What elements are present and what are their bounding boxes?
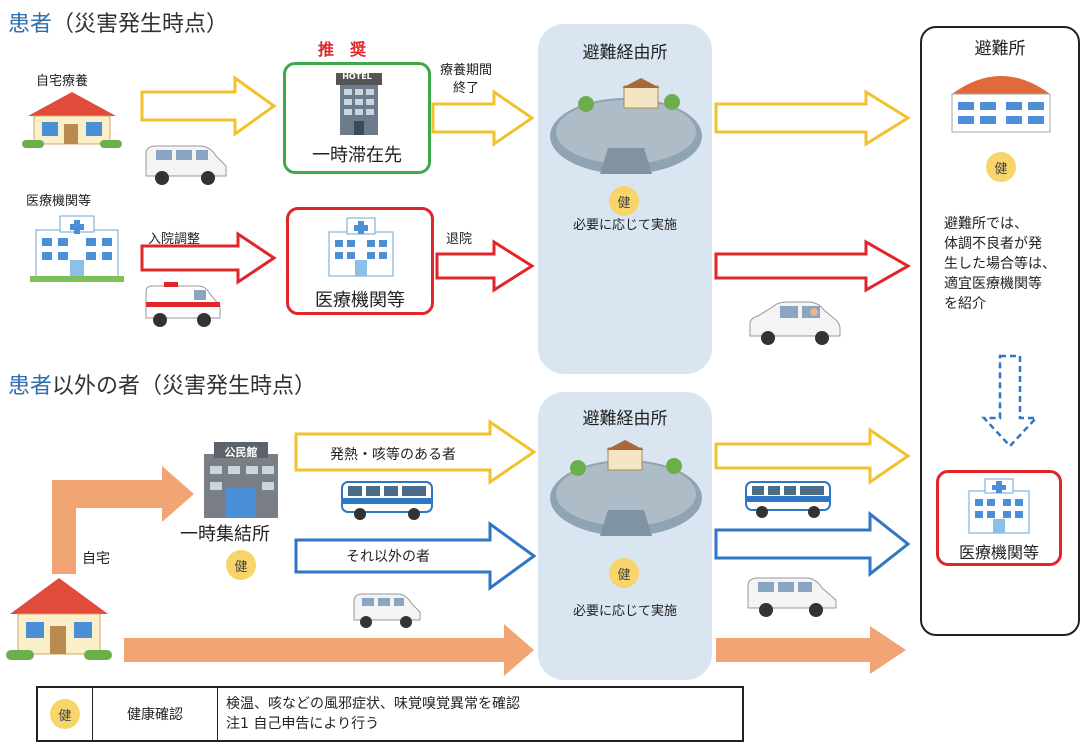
label-discharge: 退院: [446, 232, 473, 247]
hospital-icon-2: [968, 478, 1030, 534]
label-recovery-end-line1: 療養期間: [440, 63, 493, 78]
medical-box-patients-label: 医療機関等: [315, 290, 405, 311]
legend-term-cell: 健康確認: [93, 688, 218, 740]
legend-ken-badge: 健: [50, 699, 80, 729]
bus-icon: [341, 481, 433, 520]
via-shelter-1-note: 必要に応じて実施: [572, 218, 677, 233]
header-others-rest: 以外の者（災害発生時点）: [52, 374, 317, 399]
arrow-home-to-temp-stay: [140, 75, 277, 137]
shelter-desc-line-5: を紹介: [944, 296, 986, 312]
hospital-building-icon: [30, 215, 124, 282]
header-patients-blue: 患者: [8, 12, 53, 37]
gathering-ken-badge: 健: [226, 550, 256, 580]
shelter-desc-line-3: 生した場合等は、: [944, 256, 1056, 272]
arrow-fever-to-via-shelter: [294, 419, 537, 485]
hospital-icon: [328, 217, 394, 277]
arrow-temp-stay-to-via-shelter: [431, 89, 535, 147]
via-shelter-1-title: 避難経由所: [582, 43, 668, 63]
van-icon-3: [747, 577, 837, 617]
legend-desc-cell: 検温、咳などの風邪症状、味覚嗅覚異常を確認 注1 自己申告により行う: [218, 688, 742, 740]
arrow-others-to-via-shelter: [294, 521, 537, 591]
shelter-scene-icon-2: [550, 440, 702, 536]
legend-table: 健 健康確認 検温、咳などの風邪症状、味覚嗅覚異常を確認 注1 自己申告により行…: [36, 686, 744, 742]
arrow-via-shelter-to-medical-blue: [714, 510, 911, 578]
legend-badge-cell: 健: [38, 688, 93, 740]
label-gathering-place: 一時集結所: [180, 524, 270, 545]
label-fever-cough: 発熱・咳等のある者: [330, 447, 456, 463]
label-home-recovery: 自宅療養: [36, 74, 89, 89]
house-icon-2: [6, 578, 112, 660]
arrow-via-shelter-to-shelter-yellow: [714, 89, 911, 147]
label-recommended: 推 奨: [318, 40, 367, 59]
temp-stay-label: 一時滞在先: [312, 145, 402, 166]
arrow-via-shelter-to-shelter-red: [714, 239, 912, 293]
medical-box-shelter: 医療機関等: [936, 470, 1062, 566]
header-others: 患者以外の者（災害発生時点）: [8, 368, 316, 400]
shelter-scene-icon: [550, 78, 702, 174]
community-hall-icon: [204, 442, 278, 518]
label-recovery-end: 療養期間 終了: [440, 62, 492, 98]
community-hall-sign: 公民館: [224, 446, 258, 459]
arrow-discharge-to-via-shelter: [435, 239, 535, 293]
via-shelter-1-ken-badge: 健: [609, 186, 639, 216]
medical-box-patients: 医療機関等: [286, 207, 434, 315]
header-others-blue: 患者: [8, 374, 53, 399]
arrow-home-to-via-shelter: [124, 624, 534, 676]
arrow-home-to-gathering: [52, 466, 194, 574]
arrow-via-shelter-to-medical-yellow: [714, 427, 911, 485]
label-hospital: 医療機関等: [26, 194, 92, 209]
bus-icon-2: [745, 481, 831, 518]
van-icon-2: [353, 593, 421, 628]
hotel-sign: HOTEL: [342, 72, 372, 81]
school-gym-icon: [951, 76, 1051, 133]
car-icon: [749, 301, 841, 345]
via-shelter-2-ken-badge: 健: [609, 558, 639, 588]
shelter-title: 避難所: [974, 39, 1026, 59]
arrow-hospital-to-medical-box: [140, 231, 277, 285]
legend-desc-line-2: 注1 自己申告により行う: [226, 716, 380, 732]
arrow-shelter-to-medical-dashed: [981, 354, 1039, 448]
hotel-icon: [336, 73, 382, 135]
via-shelter-panel-1: 避難経由所 健 必要に応じて実施: [538, 24, 712, 374]
shelter-desc-line-1: 避難所では、: [944, 216, 1028, 232]
van-icon: [145, 145, 227, 185]
arrow-via-shelter-to-shelter-orange: [716, 626, 906, 674]
legend-term: 健康確認: [127, 707, 183, 723]
shelter-desc-line-2: 体調不良者が発: [944, 236, 1042, 252]
label-home: 自宅: [82, 551, 110, 567]
shelter-panel: 避難所 健 避難所では、 体調不良者が発 生した場合等は、 適宜医療機関等 を紹…: [920, 26, 1080, 636]
shelter-description: 避難所では、 体調不良者が発 生した場合等は、 適宜医療機関等 を紹介: [944, 214, 1056, 314]
via-shelter-panel-2: 避難経由所 健 必要に応じて実施: [538, 392, 712, 680]
label-recovery-end-line2: 終了: [453, 81, 480, 96]
label-others: それ以外の者: [346, 549, 430, 565]
header-patients-rest: （災害発生時点）: [52, 12, 229, 37]
label-admission-adjust: 入院調整: [148, 232, 201, 247]
shelter-ken-badge: 健: [986, 152, 1016, 182]
temp-stay-box: HOTEL 一時滞在先: [283, 62, 431, 174]
header-patients: 患者（災害発生時点）: [8, 6, 228, 38]
house-icon: [22, 92, 122, 148]
ambulance-icon: [145, 282, 221, 327]
via-shelter-2-note: 必要に応じて実施: [572, 604, 677, 619]
via-shelter-2-title: 避難経由所: [582, 409, 668, 429]
medical-box-shelter-label: 医療機関等: [958, 543, 1039, 562]
legend-desc-line-1: 検温、咳などの風邪症状、味覚嗅覚異常を確認: [226, 696, 520, 712]
shelter-desc-line-4: 適宜医療機関等: [944, 276, 1042, 292]
